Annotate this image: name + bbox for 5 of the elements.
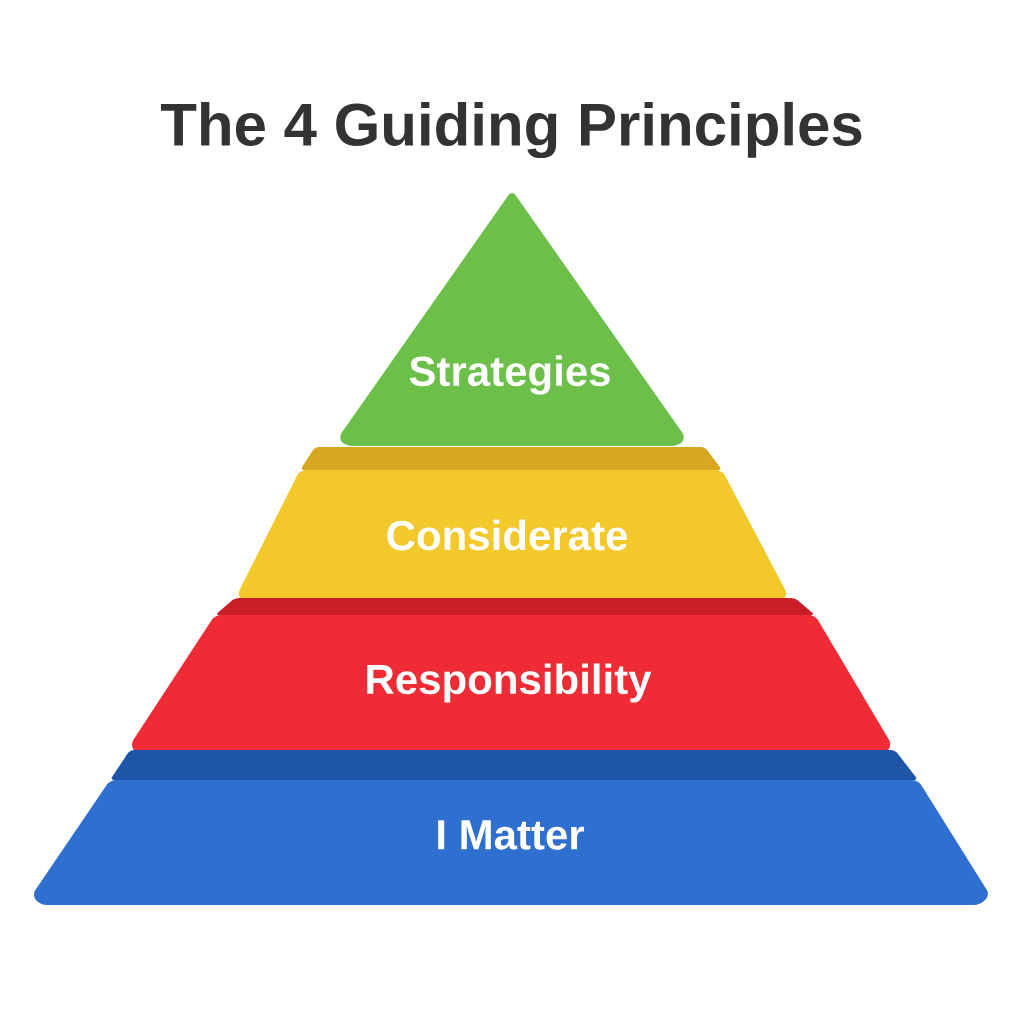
pyramid-layer: Responsibility xyxy=(132,598,891,755)
pyramid-layer: I Matter xyxy=(34,750,988,905)
pyramid-layer: Considerate xyxy=(238,447,787,603)
pyramid-layer: Strategies xyxy=(340,192,684,446)
title: The 4 Guiding Principles xyxy=(160,101,862,159)
